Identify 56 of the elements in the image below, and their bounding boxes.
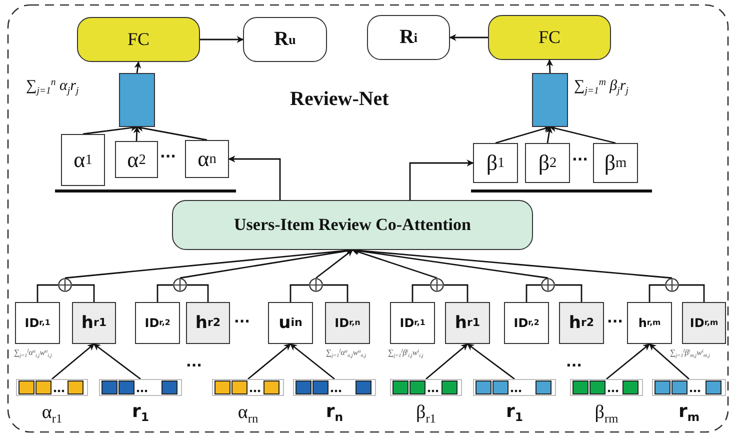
title-text: Review-Net <box>290 88 389 111</box>
arrow <box>200 36 244 43</box>
vector-label: α$_{r1}$ <box>42 402 62 424</box>
connector-line <box>72 284 95 302</box>
arrow <box>352 248 438 279</box>
arrow <box>290 343 335 380</box>
connector-line <box>290 284 309 302</box>
arrow <box>426 343 468 380</box>
arrow <box>228 156 281 200</box>
arrow <box>136 124 208 141</box>
vector-label: r$_{1}$ <box>132 402 150 422</box>
vector-label: β$_{rm}$ <box>594 402 618 424</box>
connector-line <box>679 284 705 302</box>
formula-text: ∑$_{j=1}$$^{n}$ α$_{j}$r$_{j}$ <box>26 78 79 95</box>
arrow <box>93 343 141 380</box>
vector-label: β$_{r1}$ <box>416 402 436 424</box>
arrow <box>352 247 672 279</box>
vector-label: r$_{n}$ <box>326 402 344 422</box>
ellipsis-text: ··· <box>234 314 250 330</box>
feature-bar <box>532 73 568 127</box>
arrow <box>606 343 650 380</box>
arrow <box>133 126 140 142</box>
connector-line <box>156 284 173 302</box>
ellipsis-text: ··· <box>607 314 623 330</box>
connector-line <box>36 284 58 302</box>
arrow <box>409 160 474 200</box>
connector-line <box>526 284 541 302</box>
ellipsis-text: ··· <box>186 358 202 374</box>
arrow <box>546 126 552 144</box>
vector-label: r$_{1}$ <box>506 402 524 422</box>
arrow <box>648 343 690 380</box>
ellipsis-text: ··· <box>566 358 582 374</box>
formula-text: ∑$_{j=1}$$^{m}$ β$_{j}$r$_{j}$ <box>574 78 628 95</box>
arrow <box>52 343 95 380</box>
feature-bar <box>119 73 155 127</box>
connector-line <box>323 284 348 302</box>
connector-line <box>648 284 665 302</box>
arrow <box>449 34 488 41</box>
attention-box: Users-Item Review Co-Attention <box>172 200 533 250</box>
arrow <box>546 59 554 74</box>
vector-label: α$_{rn}$ <box>238 402 258 424</box>
vector-label: r$_{m}$ <box>678 402 700 422</box>
connector-line <box>187 284 209 302</box>
fc-box: FC <box>77 17 200 62</box>
connector-line <box>555 284 582 302</box>
arrow <box>248 343 292 380</box>
arrow <box>134 61 142 74</box>
connector-line <box>444 284 468 302</box>
fc-box: FC <box>488 15 611 60</box>
arrow <box>466 343 515 380</box>
arrow <box>495 125 551 144</box>
ellipsis-text: ··· <box>160 149 176 165</box>
arrow <box>549 125 616 144</box>
connector-line <box>412 284 430 302</box>
ellipsis-text: ··· <box>572 152 588 168</box>
arrow <box>316 249 354 279</box>
